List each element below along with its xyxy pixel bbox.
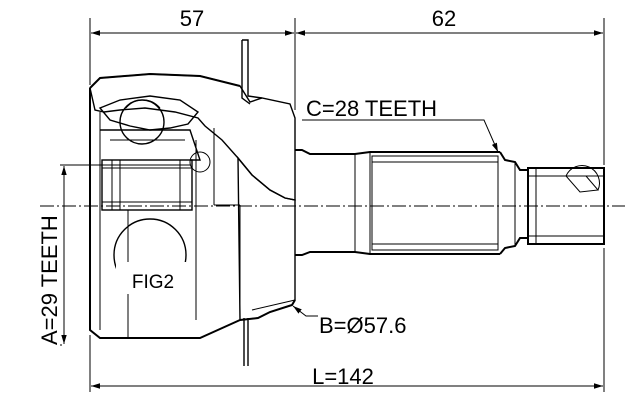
dimension-lines — [60, 18, 605, 392]
dim-label-c-teeth: C=28 TEETH — [306, 96, 437, 121]
cv-joint-body: FIG2 — [89, 39, 296, 366]
leader-lines — [292, 119, 499, 317]
shaft-spline — [371, 155, 499, 251]
dim-label-a-teeth: A=29 TEETH — [37, 215, 62, 345]
output-shaft — [295, 149, 605, 256]
cage-section — [98, 95, 200, 131]
dim-label-62: 62 — [432, 6, 456, 31]
dimension-labels: 57 62 L=142 C=28 TEETH B=Ø57.6 A=29 TEET… — [37, 6, 456, 389]
dim-label-57: 57 — [180, 6, 204, 31]
detail-label-fig2: FIG2 — [132, 272, 174, 293]
dim-label-total: L=142 — [312, 364, 374, 389]
dim-label-b-diameter: B=Ø57.6 — [319, 313, 406, 338]
